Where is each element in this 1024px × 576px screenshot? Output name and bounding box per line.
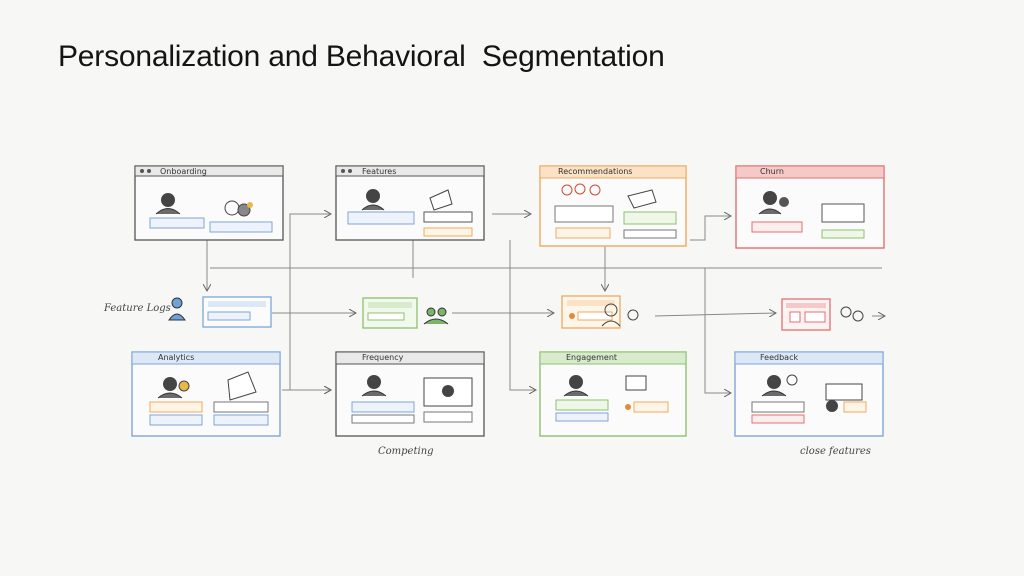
mid-card-2 (362, 297, 449, 329)
mid-card-3 (561, 295, 639, 329)
feature-logs-person-icon (168, 297, 186, 321)
frame-bottom-1-title: Analytics (158, 353, 195, 362)
frame-bottom-4-title: Feedback (760, 353, 799, 362)
close-features-label: close features (800, 446, 871, 457)
page-title: Personalization and Behavioral Segmentat… (58, 40, 665, 73)
frame-top-1 (134, 165, 284, 241)
frame-bottom-4 (734, 351, 884, 437)
frame-top-2 (335, 165, 485, 241)
arrow-to-bottom3 (509, 240, 535, 390)
mid-card-1 (202, 296, 272, 328)
feature-logs-label: Feature Logs (104, 303, 171, 314)
competing-label: Competing (378, 446, 434, 457)
frame-bottom-3-title: Engagement (566, 353, 618, 362)
frame-top-4 (735, 165, 885, 249)
frame-top-2-title: Features (362, 167, 397, 176)
arrow-top1-to-top2 (289, 214, 330, 240)
frame-top-1-title: Onboarding (160, 167, 207, 176)
arrow-top3-to-top4 (690, 216, 730, 241)
frame-top-3 (539, 165, 687, 247)
frame-bottom-2-title: Frequency (362, 353, 404, 362)
frame-bottom-2 (335, 351, 485, 437)
mid-card-4 (781, 298, 864, 331)
connectors (207, 214, 884, 393)
arrow-mid3-mid4 (654, 313, 775, 316)
frame-bottom-3 (539, 351, 687, 437)
arrow-to-bottom2 (289, 240, 330, 390)
arrow-to-bottom4 (704, 268, 730, 393)
frame-bottom-1 (131, 351, 281, 437)
frame-top-3-title: Recommendations (558, 167, 633, 176)
frame-top-4-title: Churn (760, 167, 784, 176)
